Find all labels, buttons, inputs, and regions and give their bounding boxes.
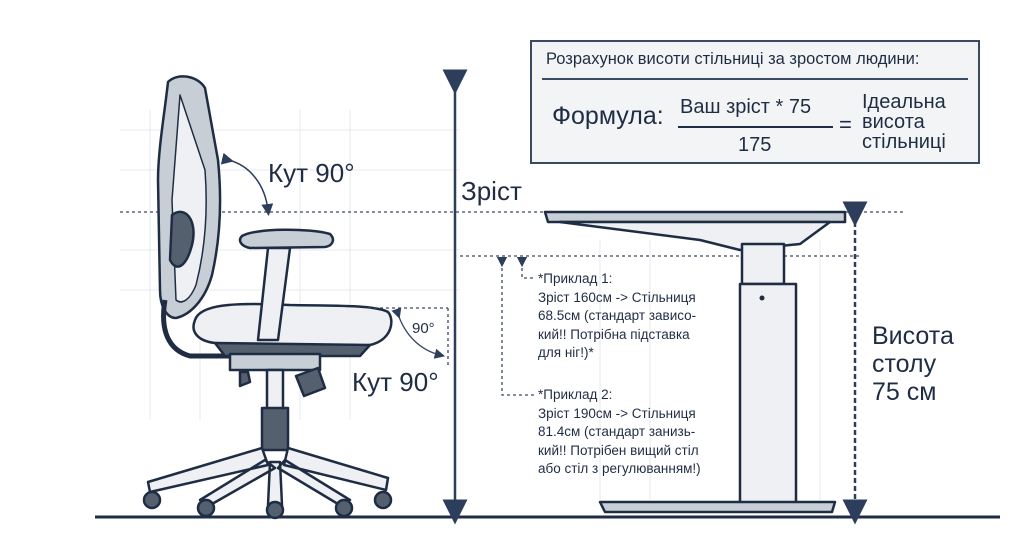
chair-seat bbox=[192, 302, 393, 348]
example-line: кий!! Потрібна підставка bbox=[538, 326, 690, 342]
formula-result-line: Ідеальна bbox=[862, 91, 946, 113]
chair-back-stem bbox=[161, 299, 230, 359]
desk-column-upper bbox=[740, 242, 786, 286]
chair-base bbox=[146, 446, 390, 507]
knee-angle-label: Кут 90° bbox=[352, 367, 439, 397]
example-line: для ніг!)* bbox=[538, 345, 594, 360]
chair-caster bbox=[373, 490, 393, 510]
chair-lumbar bbox=[168, 210, 195, 268]
chair-cylinder-sleeve bbox=[260, 406, 290, 452]
chair-armrest-pad bbox=[238, 228, 335, 250]
chair-caster bbox=[334, 498, 354, 518]
office-chair bbox=[142, 75, 393, 520]
formula-result-line: стільниці bbox=[862, 131, 946, 153]
formula-equals: = bbox=[839, 112, 852, 137]
chair-knob bbox=[294, 366, 327, 398]
example-line: або стіл з регулюванням!) bbox=[538, 461, 701, 476]
formula-result: Ідеальна висота стільниці bbox=[862, 92, 972, 152]
back-angle-label: Кут 90° bbox=[268, 158, 355, 188]
example-line: Зріст 160см -> Стільниця bbox=[538, 289, 696, 305]
formula-title: Розрахунок висоти стільниці за зростом л… bbox=[546, 50, 920, 68]
example-line: кий!! Потрібен вищий стіл bbox=[538, 442, 699, 458]
back-angle-arc bbox=[220, 152, 274, 216]
fraction-bar bbox=[678, 126, 833, 128]
chair-caster bbox=[142, 490, 162, 510]
example-line: Зріст 190см -> Стільниця bbox=[538, 405, 696, 421]
table-height-label: Висота столу 75 см bbox=[872, 322, 992, 406]
table-height-label-line: 75 см bbox=[872, 378, 937, 406]
formula-label: Формула: bbox=[552, 102, 664, 130]
example-1: *Приклад 1: Зріст 160см -> Стільниця 68.… bbox=[538, 270, 748, 363]
formula-box: Розрахунок висоти стільниці за зростом л… bbox=[530, 40, 980, 164]
chair-lever bbox=[238, 370, 252, 388]
example-leaders bbox=[496, 256, 536, 396]
example-line: 68.5см (стандарт зависо- bbox=[538, 308, 697, 323]
chair-cylinder bbox=[265, 368, 285, 412]
example-line: 81.4см (стандарт занизь- bbox=[538, 424, 696, 439]
formula-divider bbox=[542, 78, 968, 80]
desk-column-hole bbox=[759, 295, 765, 301]
desk bbox=[543, 210, 847, 514]
table-height-label-line: Висота bbox=[872, 322, 954, 350]
desk-top bbox=[543, 210, 847, 224]
knee-angle-small-label: 90° bbox=[412, 320, 435, 337]
chair-caster bbox=[265, 500, 285, 520]
table-height-label-line: столу bbox=[872, 350, 937, 378]
chair-caster bbox=[196, 498, 216, 518]
desk-foot bbox=[598, 500, 837, 514]
desk-column-lower bbox=[738, 282, 798, 506]
formula-numerator: Ваш зріст * 75 bbox=[680, 96, 812, 118]
height-label: Зріст bbox=[461, 176, 522, 206]
chair-mechanism bbox=[228, 352, 322, 372]
knee-angle-indicator bbox=[368, 307, 449, 365]
example-2: *Приклад 2: Зріст 190см -> Стільниця 81.… bbox=[538, 386, 748, 479]
formula-result-line: висота bbox=[862, 111, 925, 133]
chair-armrest-post bbox=[256, 246, 292, 342]
example-title: *Приклад 1: bbox=[538, 271, 613, 286]
example-title: *Приклад 2: bbox=[538, 387, 613, 402]
formula-denominator: 175 bbox=[738, 134, 772, 156]
